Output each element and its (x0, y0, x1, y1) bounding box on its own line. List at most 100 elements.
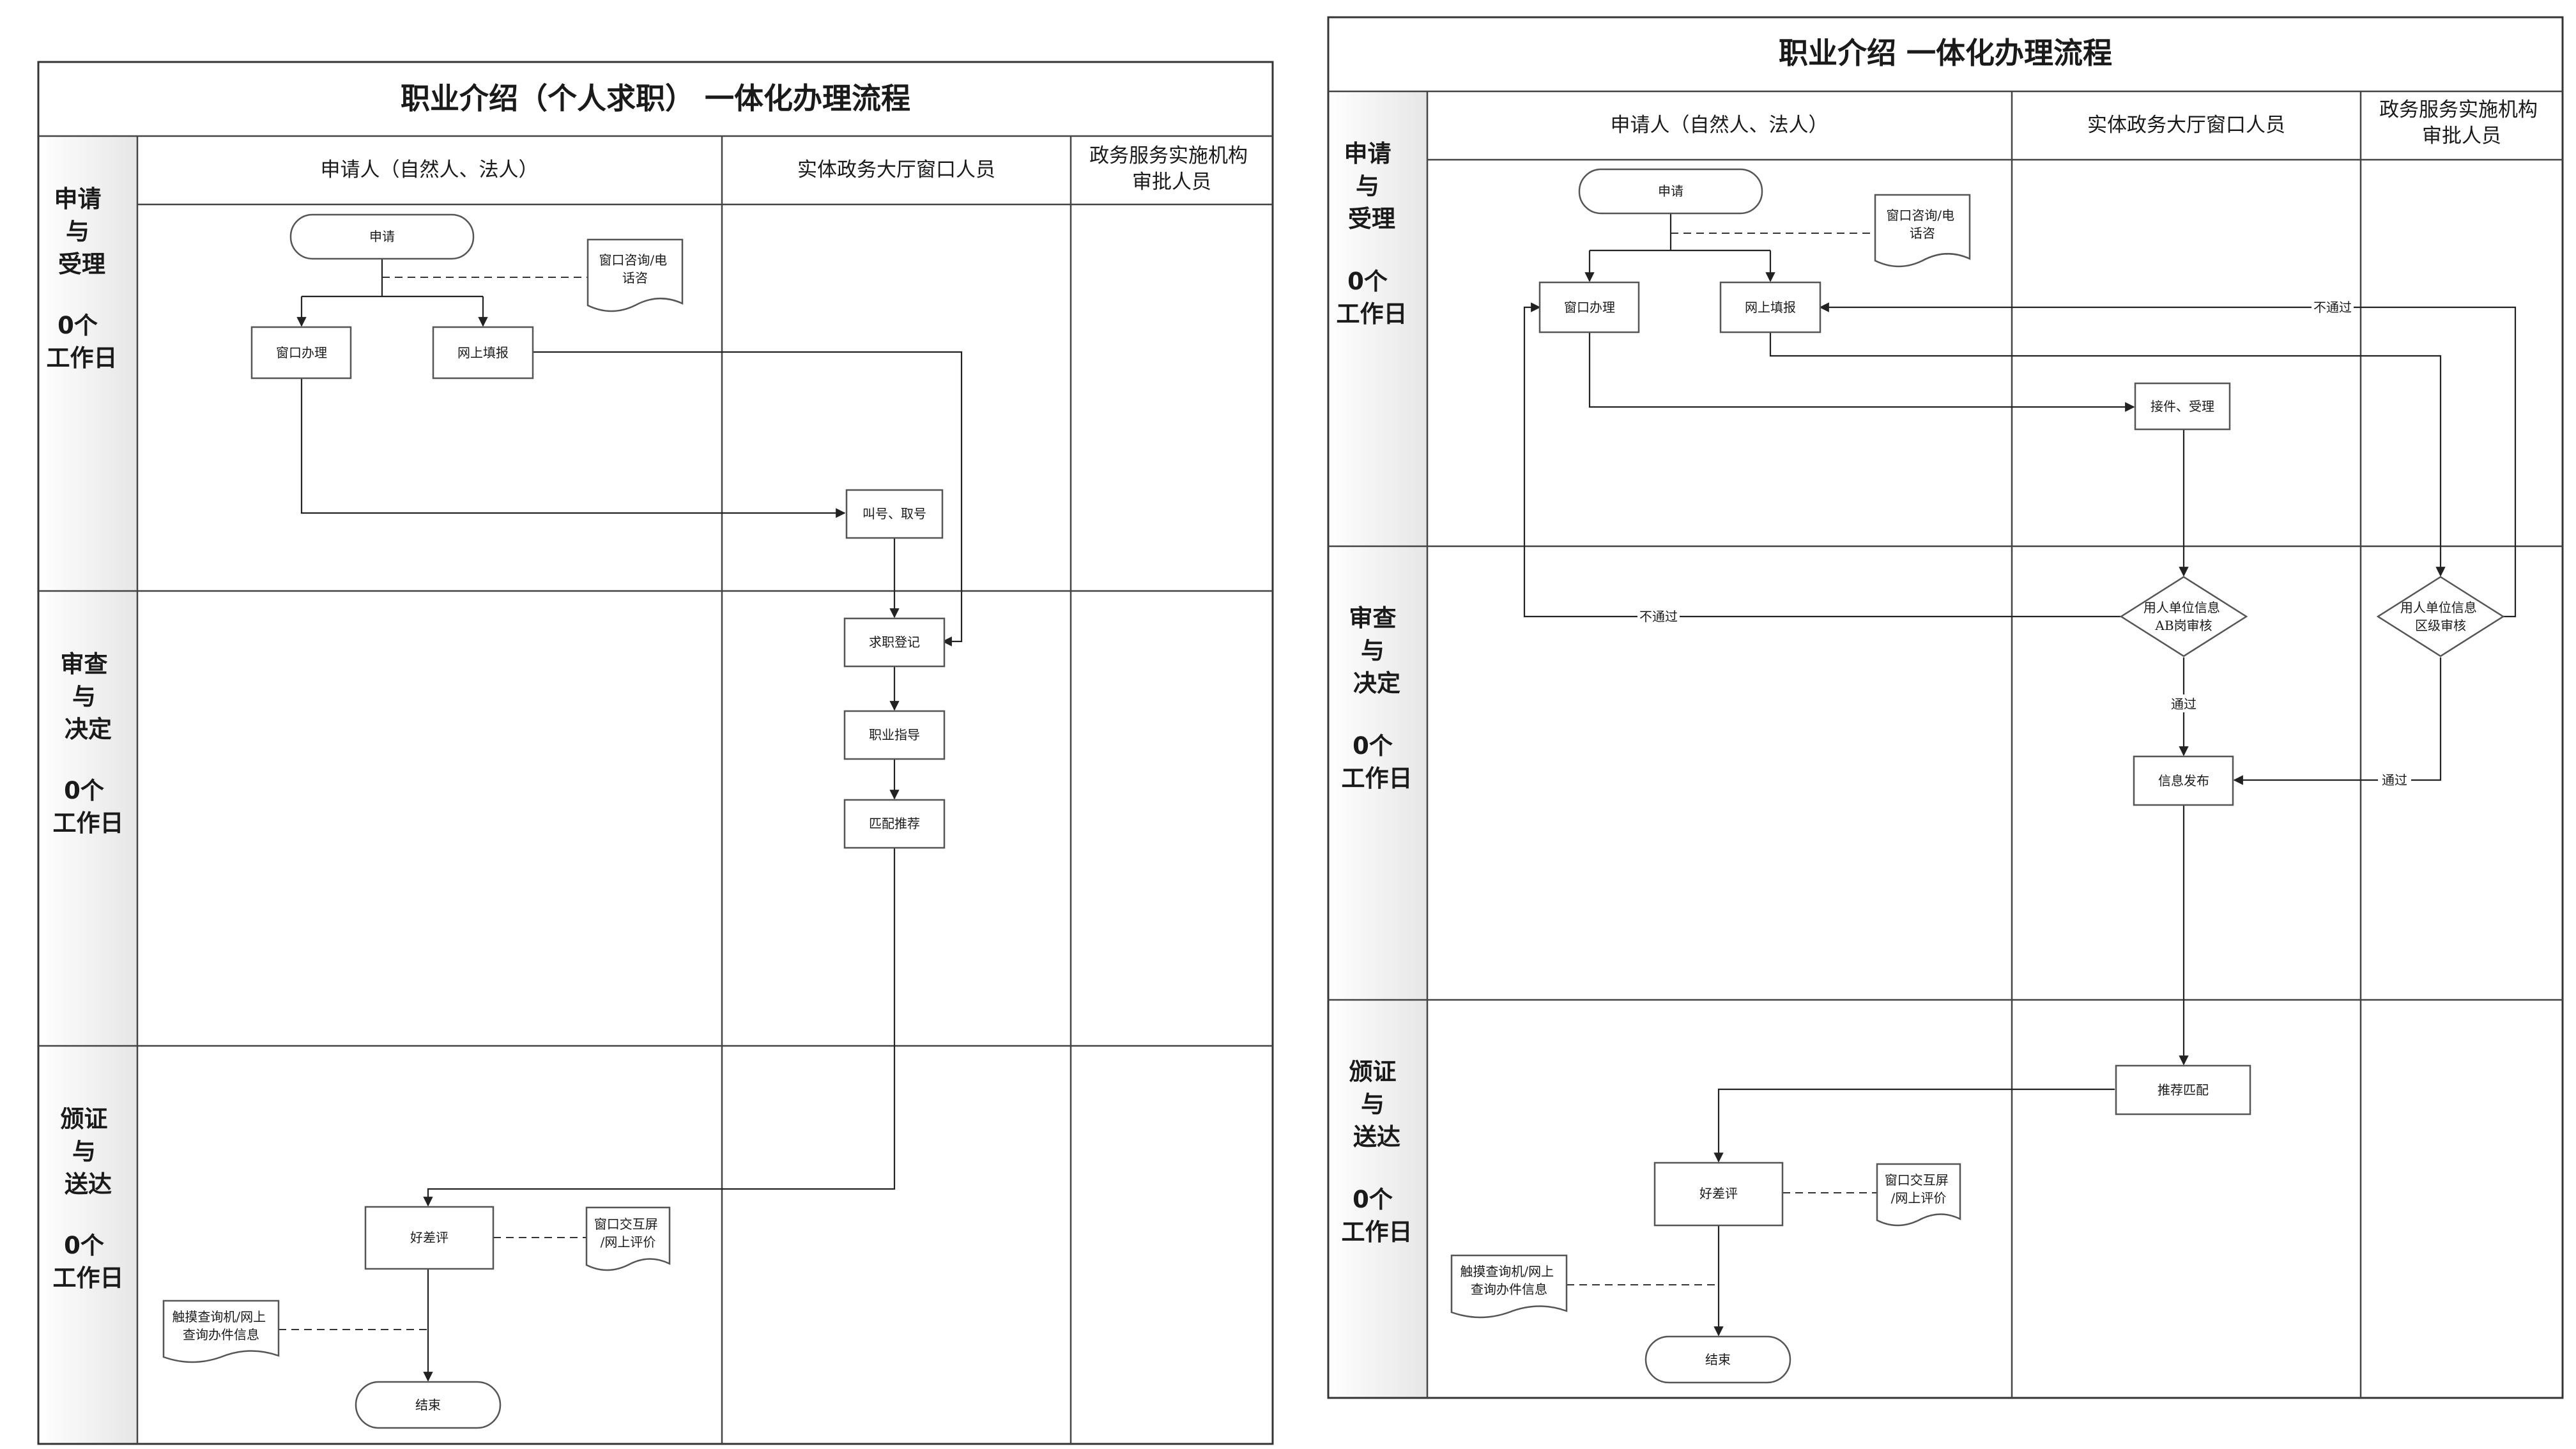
stage-days: 0个 工作日 (1342, 1186, 1413, 1246)
node-review-district: 用人单位信息 区级审核 (2376, 576, 2505, 657)
process-shape (250, 326, 352, 379)
node-label: 好差评 (1699, 1186, 1738, 1201)
edge-label-ab-pass: 通过 (2171, 696, 2196, 712)
document-shape (1874, 194, 1971, 268)
node-window: 窗口办理 (1538, 281, 1640, 334)
stage-name-line: 与 (1361, 1091, 1384, 1118)
stage-cell-bg (38, 591, 137, 1046)
stage-name: 审查 与 决定 (1349, 604, 1405, 697)
stage-days: 0个 工作日 (53, 1232, 124, 1292)
node-label: 匹配推荐 (869, 816, 920, 831)
stage-label-apply: 申请 与 受理 0个 工作日 (47, 185, 118, 372)
edges (279, 259, 963, 1382)
stage-days: 0个 工作日 (53, 777, 124, 837)
node-label: 用人单位信息 区级审核 (2400, 600, 2481, 633)
decision-shape (2376, 576, 2505, 657)
lane-header-applicant: 申请人（自然人、法人） (321, 158, 539, 181)
diagram-frame (37, 61, 1274, 1445)
node-end: 结束 (1644, 1335, 1791, 1384)
node-label: 好差评 (410, 1230, 448, 1245)
stage-name-line: 决定 (65, 716, 112, 743)
stage-name: 申请 与 受理 (54, 185, 110, 278)
node-label-line: 窗口交互屏 (1885, 1172, 1949, 1188)
stage-name-line: 与 (1361, 637, 1384, 664)
lane-header-window-staff: 实体政务大厅窗口人员 (2087, 114, 2285, 137)
terminal-shape (1578, 168, 1763, 215)
document-shape (586, 238, 684, 312)
stage-days-line: 工作日 (53, 809, 124, 837)
diagram-personal: 职业介绍（个人求职） 一体化办理流程 申请人（自然人、法人） 实体政务大厅窗口人… (37, 61, 1274, 1445)
node-rate: 好差评 (1653, 1162, 1784, 1227)
stage-days-line: 0个 (1347, 268, 1388, 295)
stage-label-review: 审查 与 决定 0个 工作日 (1342, 604, 1413, 792)
edge-label-bg (2378, 770, 2411, 788)
node-label-line: 触摸查询机/网上 (1460, 1264, 1554, 1279)
stage-days-line: 工作日 (53, 1264, 124, 1292)
stage-cell-bg (1328, 1000, 1427, 1398)
edge-online-to-register (533, 351, 963, 647)
node-doc2: 窗口交互屏 /网上评价 (1876, 1163, 1961, 1227)
node-label: 信息发布 (2158, 773, 2209, 788)
node-label: 申请 (369, 229, 395, 244)
node-guide: 职业指导 (843, 710, 946, 760)
stage-days-line: 0个 (64, 777, 104, 804)
edges (1523, 213, 2517, 1337)
node-review-ab: 用人单位信息 AB岗审核 (2119, 576, 2248, 657)
edge-label-district-fail: 不通过 (2313, 300, 2352, 315)
stage-name-line: 送达 (1353, 1123, 1400, 1151)
node-label-line: 用人单位信息 (2400, 600, 2477, 615)
node-online: 网上填报 (432, 326, 534, 379)
node-label-line: 触摸查询机/网上 (172, 1309, 266, 1324)
process-shape (843, 710, 946, 760)
document-shape (162, 1300, 280, 1363)
stage-name-line: 颁证 (1349, 1058, 1397, 1085)
node-label: 申请 (1658, 183, 1683, 199)
stage-name-line: 申请 (1344, 140, 1392, 167)
decision-shape (2119, 576, 2248, 657)
stage-name: 颁证 与 送达 (1349, 1058, 1405, 1151)
lane-header-approver-line1: 政务服务实施机构 (1089, 144, 1248, 167)
node-label: 触摸查询机/网上 查询办件信息 (172, 1309, 270, 1342)
edge-district-fail (1819, 302, 2517, 618)
edge-ab-fail (1523, 302, 2121, 618)
stage-days-line: 0个 (1353, 732, 1393, 760)
stage-name-line: 申请 (54, 185, 102, 213)
node-match: 匹配推荐 (843, 799, 946, 849)
node-doc1: 窗口咨询/电 话咨 (586, 238, 684, 312)
node-end: 结束 (355, 1381, 502, 1429)
process-shape (843, 617, 946, 668)
process-shape (432, 326, 534, 379)
stage-name-line: 受理 (58, 250, 105, 278)
node-label: 接件、受理 (2150, 399, 2214, 414)
stage-label-apply: 申请 与 受理 0个 工作日 (1337, 140, 1407, 328)
terminal-shape (355, 1381, 502, 1429)
node-label: 推荐匹配 (2158, 1082, 2209, 1098)
stage-name-line: 审查 (61, 650, 108, 678)
node-queue: 叫号、取号 (845, 489, 944, 539)
process-shape (2133, 755, 2234, 806)
stage-name-line: 与 (72, 683, 96, 710)
stage-name-line: 送达 (65, 1170, 112, 1198)
stage-cell-bg (1328, 91, 1427, 546)
document-shape (1450, 1254, 1568, 1319)
node-doc3: 触摸查询机/网上 查询办件信息 (162, 1300, 280, 1363)
stage-days: 0个 工作日 (1337, 268, 1407, 328)
stage-cell-bg (38, 1046, 137, 1444)
stage-days-line: 0个 (1353, 1186, 1393, 1213)
stage-days-line: 0个 (57, 312, 98, 339)
node-label-line: 话咨 (1910, 226, 1935, 241)
node-label: 职业指导 (869, 727, 920, 742)
stage-days: 0个 工作日 (1342, 732, 1413, 792)
diagram-title: 职业介绍（个人求职） 一体化办理流程 (401, 81, 910, 116)
edge-label-bg (2167, 694, 2200, 712)
node-label: 窗口交互屏 /网上评价 (594, 1216, 662, 1250)
lane-header-approver-line1: 政务服务实施机构 (2379, 98, 2538, 121)
node-label: 窗口办理 (276, 345, 327, 360)
node-label-line: /网上评价 (601, 1234, 656, 1250)
edge-label-ab-fail: 不通过 (1639, 609, 1678, 624)
stage-name-line: 审查 (1349, 604, 1397, 632)
lane-header-approver: 政务服务实施机构 审批人员 (1089, 144, 1254, 194)
stage-cell-bg (38, 136, 137, 591)
diagram-general: 职业介绍 一体化办理流程 申请人（自然人、法人） 实体政务大厅窗口人员 政务服务… (1327, 16, 2564, 1399)
stage-days-line: 工作日 (47, 344, 118, 372)
